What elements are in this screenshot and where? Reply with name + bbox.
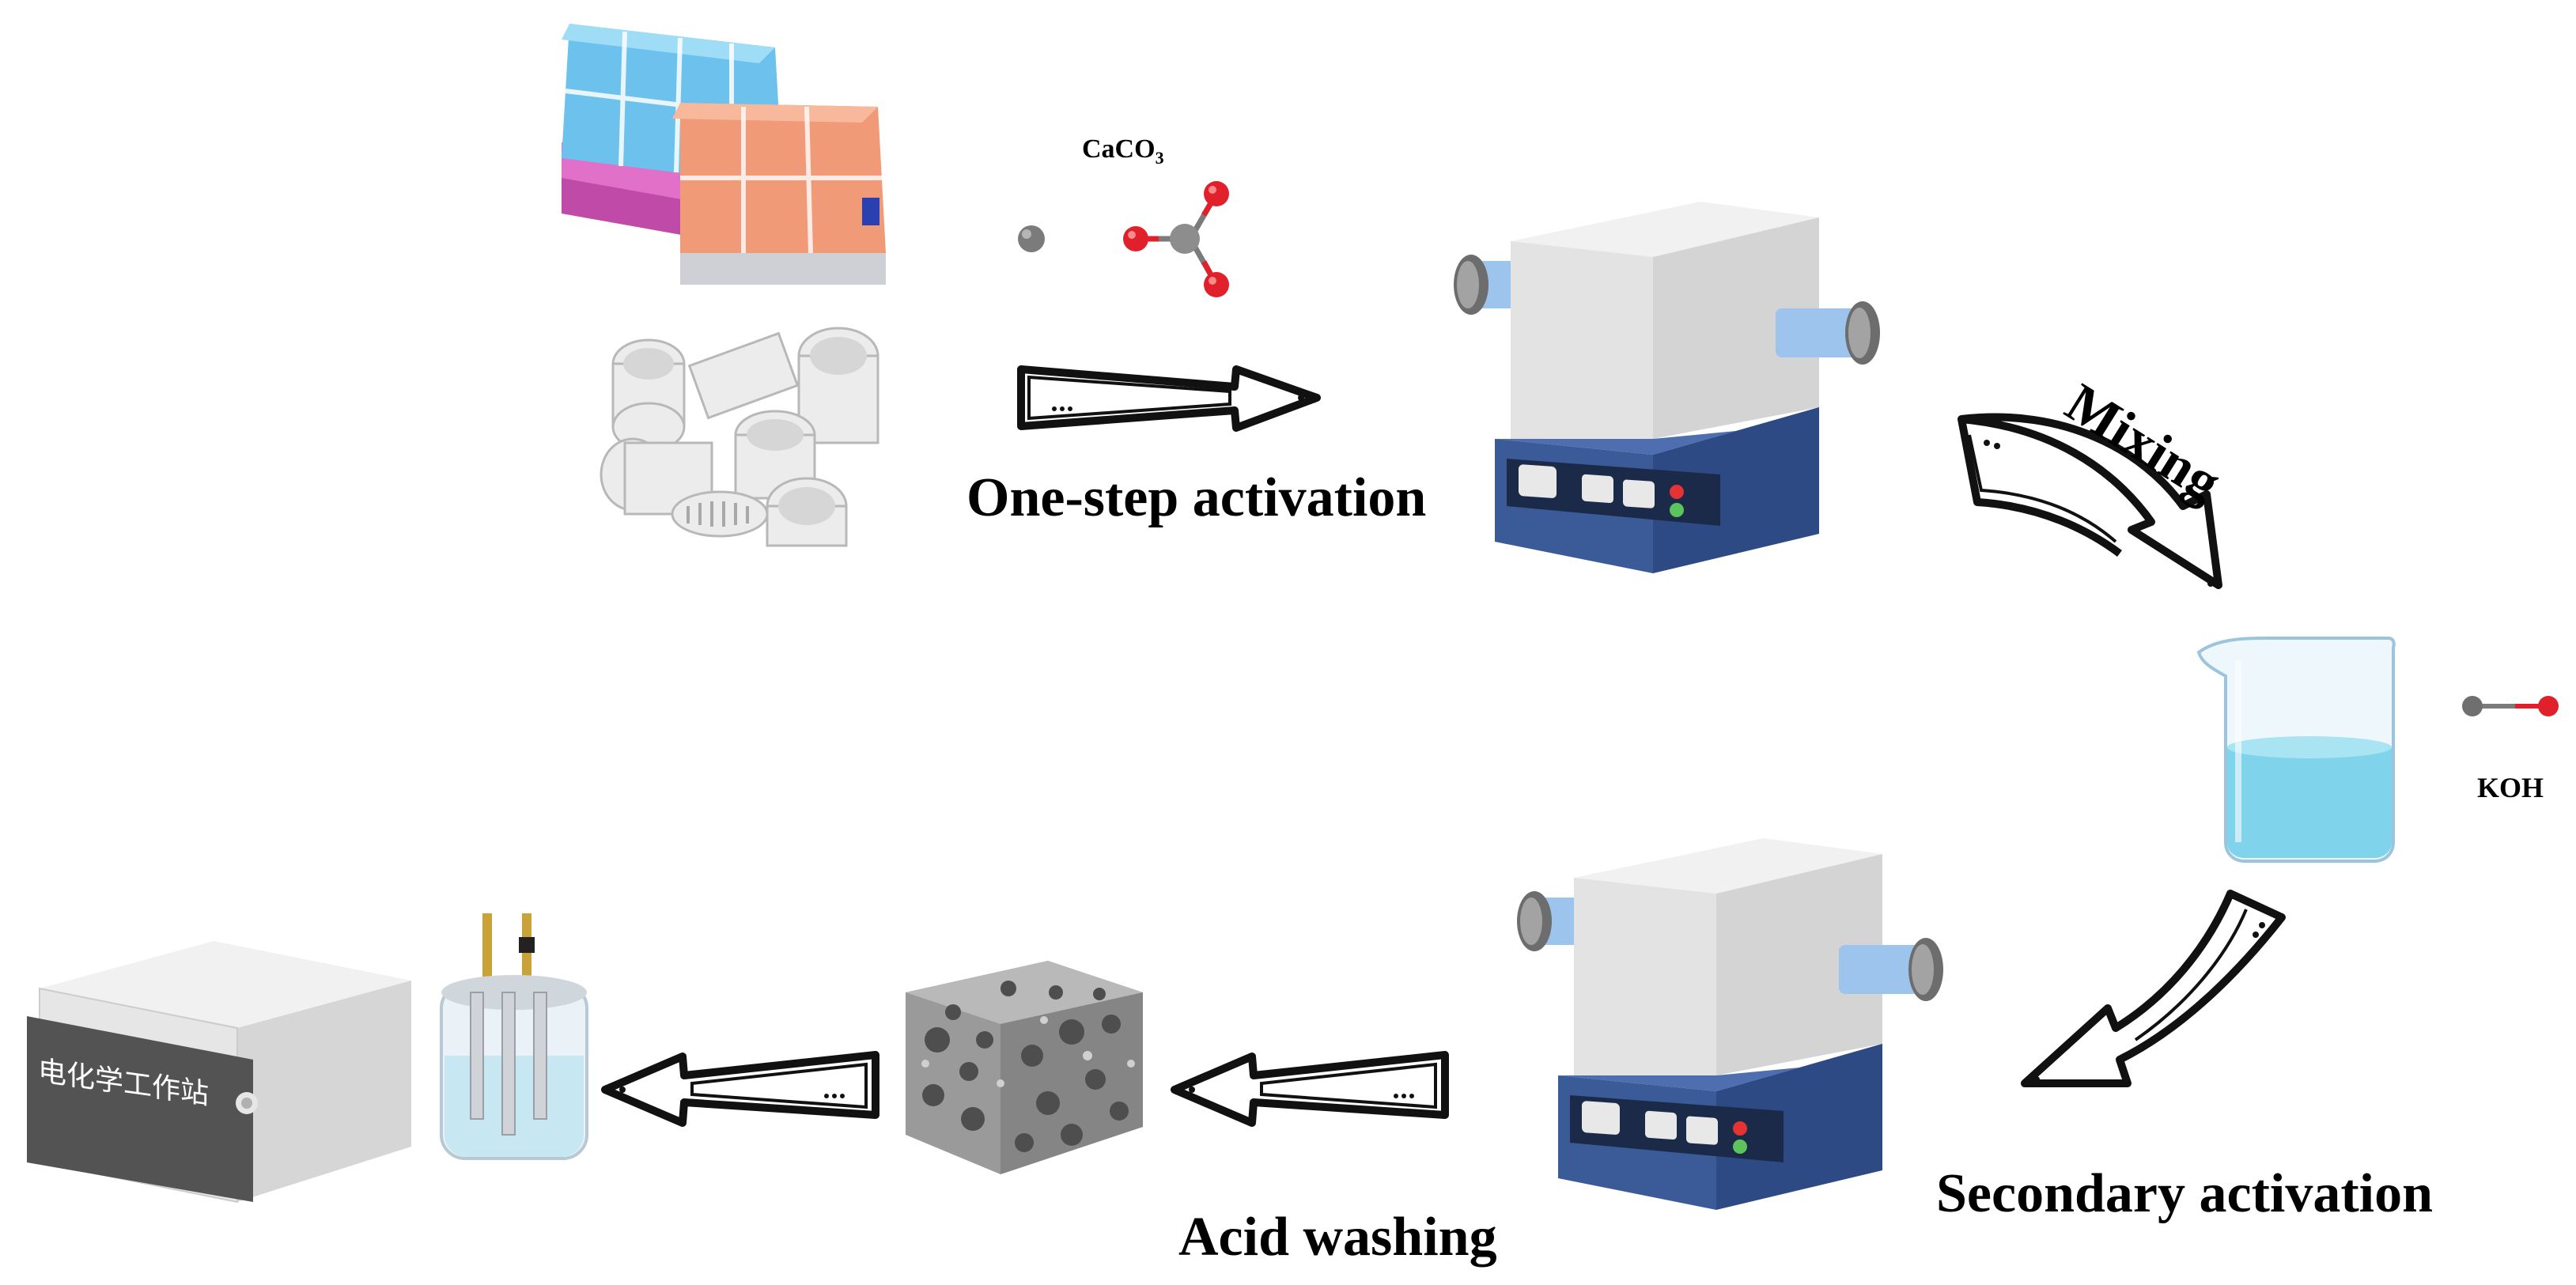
arrow-to-electrochemistry-left: [601, 1051, 879, 1127]
label-koh: KOH: [2477, 772, 2544, 803]
arrow-acid-washing-left: [1171, 1051, 1449, 1127]
label-one-step-activation: One-step activation: [966, 467, 1427, 528]
electrochemical-cell-image: [440, 913, 588, 1160]
label-acid-washing: Acid washing: [1178, 1207, 1497, 1268]
caco3-label-text: CaCO: [1082, 134, 1156, 164]
arrow-one-step-right: [1017, 365, 1321, 432]
arrow-secondary-curved: [2021, 890, 2286, 1087]
arrow-mixing-curved: [1958, 413, 2222, 589]
caco3-molecule-icon: [1018, 181, 1229, 297]
caco3-label: CaCO3: [1082, 134, 1164, 168]
beaker-image: [2196, 637, 2396, 863]
tube-furnace-2-image: [1517, 838, 1943, 1210]
tube-furnace-1-image: [1454, 202, 1880, 573]
caco3-label-subscript: 3: [1155, 147, 1164, 168]
plastic-storage-boxes-image: [562, 24, 886, 285]
electrochemical-workstation-image: [27, 941, 411, 1204]
pvc-pipe-fittings-image: [600, 327, 879, 547]
koh-molecule-icon: [2462, 696, 2559, 716]
label-secondary-activation: Secondary activation: [1936, 1163, 2434, 1224]
porous-carbon-image: [906, 961, 1143, 1174]
